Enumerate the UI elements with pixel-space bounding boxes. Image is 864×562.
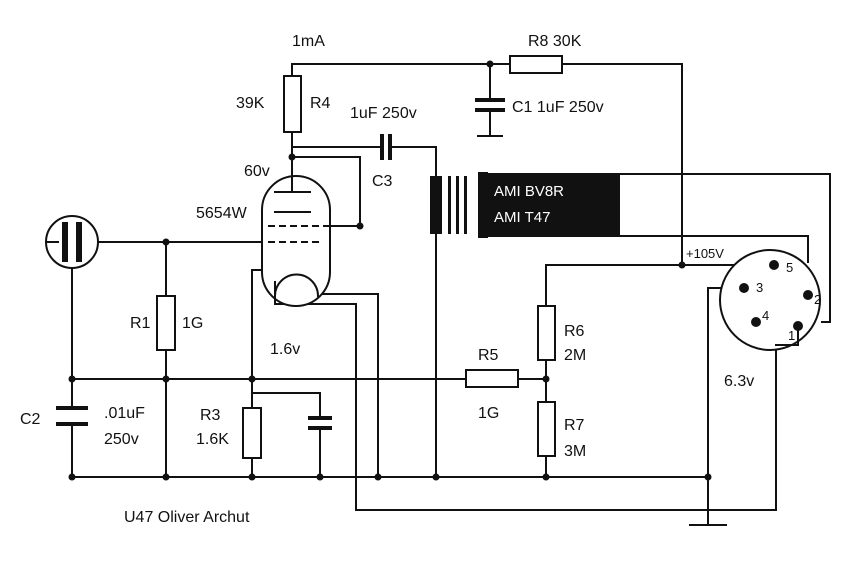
label-tube: 5654W bbox=[196, 205, 248, 222]
label-c2-value: .01uF bbox=[104, 405, 145, 422]
connector-5pin-icon bbox=[719, 249, 821, 351]
label-r5: R5 bbox=[478, 347, 499, 364]
label-r8: R8 30K bbox=[528, 33, 582, 50]
capacitor-c1 bbox=[475, 98, 505, 137]
label-r6: R6 bbox=[564, 323, 585, 340]
resistor-r3 bbox=[242, 407, 262, 459]
label-c2-voltage: 250v bbox=[104, 431, 139, 448]
label-heater-voltage: 6.3v bbox=[724, 373, 754, 390]
label-pin-5: 5 bbox=[786, 260, 793, 275]
label-transformer-2: AMI T47 bbox=[494, 209, 550, 226]
label-pin-3: 3 bbox=[756, 280, 763, 295]
label-c2: C2 bbox=[20, 411, 41, 428]
resistor-r1 bbox=[156, 295, 176, 351]
label-c3: C3 bbox=[372, 173, 393, 190]
label-r1: R1 bbox=[130, 315, 151, 332]
label-current: 1mA bbox=[292, 33, 325, 50]
label-r6-value: 2M bbox=[564, 347, 586, 364]
capacitor-c3 bbox=[380, 134, 392, 160]
capacitor-cathode-bypass bbox=[308, 416, 332, 430]
label-pin-2: 2 bbox=[814, 292, 821, 307]
label-cathode-voltage: 1.6v bbox=[270, 341, 300, 358]
label-r7: R7 bbox=[564, 417, 585, 434]
label-pin-4: 4 bbox=[762, 308, 769, 323]
microphone-capsule-icon bbox=[45, 215, 99, 269]
label-c1: C1 1uF 250v bbox=[512, 99, 604, 116]
label-r3: R3 bbox=[200, 407, 221, 424]
label-supply-voltage: +105V bbox=[686, 246, 724, 261]
label-r5-value: 1G bbox=[478, 405, 499, 422]
label-transformer-1: AMI BV8R bbox=[494, 183, 564, 200]
capacitor-c2 bbox=[56, 406, 88, 426]
wires bbox=[71, 63, 831, 526]
resistor-r7 bbox=[537, 401, 556, 457]
resistor-r6 bbox=[537, 305, 556, 361]
resistor-r8 bbox=[509, 55, 563, 74]
label-plate-voltage: 60v bbox=[244, 163, 270, 180]
transformer-icon bbox=[430, 172, 620, 238]
caption: U47 Oliver Archut bbox=[124, 509, 250, 526]
label-r1-value: 1G bbox=[182, 315, 203, 332]
label-r7-value: 3M bbox=[564, 443, 586, 460]
label-r4-value: 39K bbox=[236, 95, 265, 112]
junction-dots bbox=[68, 60, 712, 481]
resistor-r5 bbox=[465, 369, 519, 388]
vacuum-tube-icon bbox=[251, 175, 331, 307]
label-pin-1: 1 bbox=[788, 328, 795, 343]
label-c3-value: 1uF 250v bbox=[350, 105, 417, 122]
label-r4: R4 bbox=[310, 95, 331, 112]
label-r3-value: 1.6K bbox=[196, 431, 229, 448]
resistor-r4 bbox=[283, 75, 302, 133]
